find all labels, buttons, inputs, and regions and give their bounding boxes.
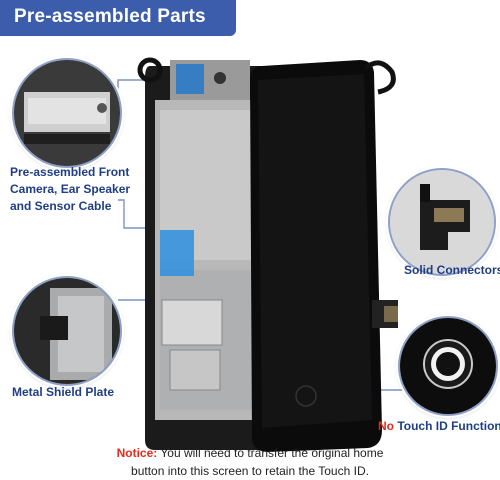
zoom-solid-connectors [388,168,496,276]
notice-text: Notice: You will need to transfer the or… [0,444,500,480]
title-banner: Pre-assembled Parts [0,0,236,36]
zoom-front-camera [12,58,122,168]
label-touch-id-prefix: No [378,419,394,433]
label-front-camera-line3: and Sensor Cable [10,199,112,213]
banner-title: Pre-assembled Parts [14,6,206,27]
notice-line1: You will need to transfer the original h… [157,446,384,460]
label-front-camera-line1: Pre-assembled Front [10,165,130,179]
lcd-front-glass [250,60,398,452]
label-front-camera: Pre-assembled Front Camera, Ear Speaker … [10,164,140,215]
lcd-back-assembly [137,57,272,450]
label-solid-connectors: Solid Connectors [404,263,500,277]
label-touch-id-rest: Touch ID Function [394,419,500,433]
notice-label: Notice: [116,446,158,460]
label-metal-shield: Metal Shield Plate [12,385,115,399]
label-touch-id: No Touch ID Function [378,418,500,435]
zoom-metal-shield [12,276,122,386]
zoom-home-button [398,316,498,416]
notice-line2: button into this screen to retain the To… [131,464,369,478]
label-front-camera-line2: Camera, Ear Speaker [10,182,131,196]
